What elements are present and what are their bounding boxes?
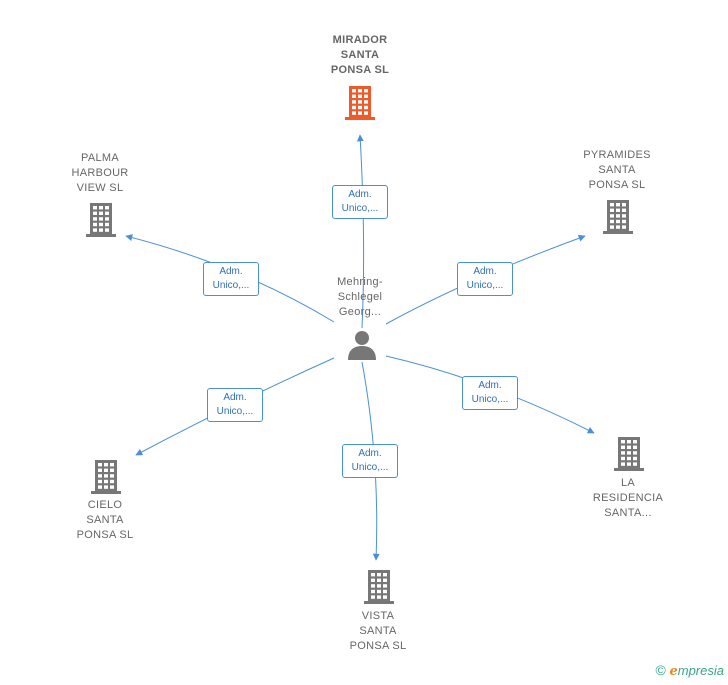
company-label-cielo[interactable]: CIELO SANTA PONSA SL bbox=[76, 499, 134, 541]
person-label[interactable]: Mehring- Schlegel Georg... bbox=[337, 276, 383, 318]
company-label-vista[interactable]: VISTA SANTA PONSA SL bbox=[349, 610, 407, 652]
company-label-palma[interactable]: PALMA HARBOUR VIEW SL bbox=[71, 152, 129, 194]
copyright-icon: © bbox=[655, 662, 666, 678]
edge-label-cielo[interactable]: Adm. Unico,... bbox=[207, 388, 263, 422]
edge-label-pyramides[interactable]: Adm. Unico,... bbox=[457, 262, 513, 296]
brand-logo[interactable]: © empresia bbox=[656, 662, 724, 679]
brand-initial: e bbox=[669, 664, 678, 679]
building-icon[interactable] bbox=[345, 84, 375, 120]
company-label-residencia[interactable]: LA RESIDENCIA SANTA... bbox=[592, 477, 664, 519]
person-icon[interactable] bbox=[346, 329, 378, 361]
edge-mirador bbox=[356, 134, 365, 329]
edge-label-mirador[interactable]: Adm. Unico,... bbox=[332, 185, 388, 219]
company-label-pyramides[interactable]: PYRAMIDES SANTA PONSA SL bbox=[583, 149, 651, 191]
edge-label-palma[interactable]: Adm. Unico,... bbox=[203, 262, 259, 296]
brand-name: mpresia bbox=[677, 663, 724, 678]
company-label-mirador[interactable]: MIRADOR SANTA PONSA SL bbox=[330, 34, 390, 76]
edge-label-vista[interactable]: Adm. Unico,... bbox=[342, 444, 398, 478]
building-icon[interactable] bbox=[91, 458, 121, 494]
edge-label-residencia[interactable]: Adm. Unico,... bbox=[462, 376, 518, 410]
building-icon[interactable] bbox=[364, 568, 394, 604]
building-icon[interactable] bbox=[603, 198, 633, 234]
building-icon[interactable] bbox=[86, 201, 116, 237]
building-icon[interactable] bbox=[614, 435, 644, 471]
